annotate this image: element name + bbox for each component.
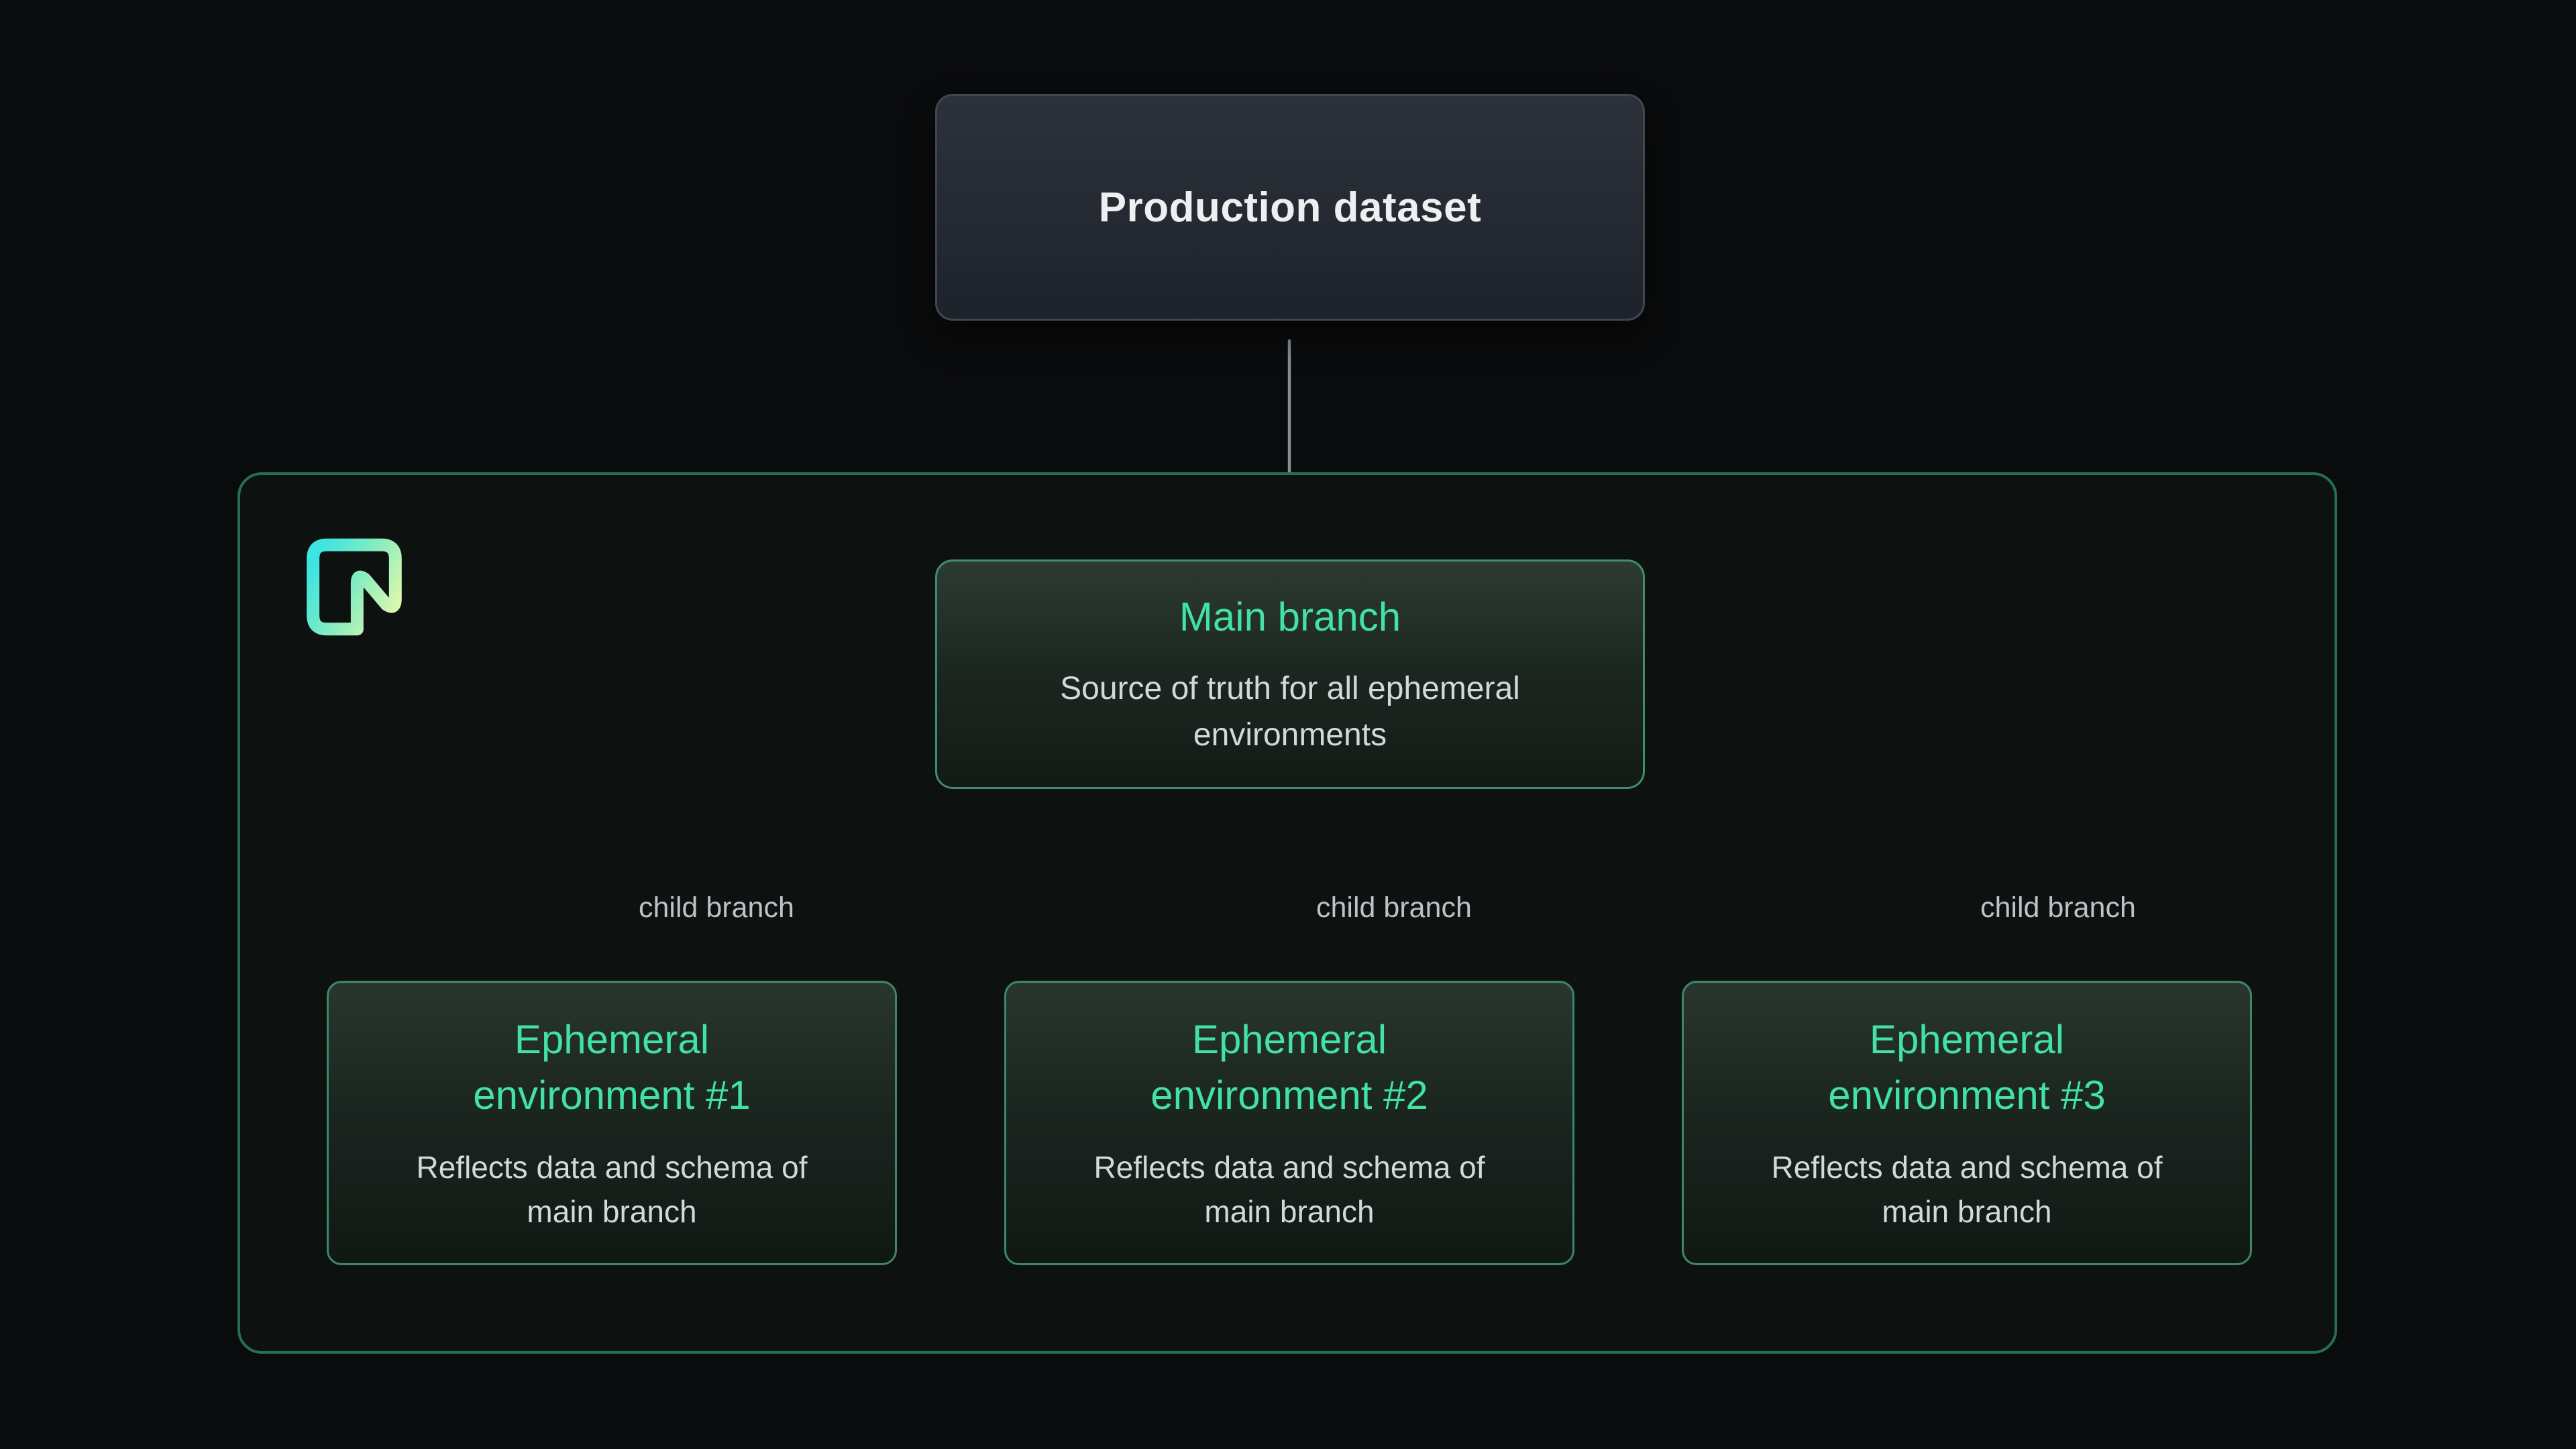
production-dataset-box: Production dataset: [935, 94, 1645, 321]
main-branch-box: Main branch Source of truth for all ephe…: [935, 559, 1645, 789]
neon-logo-icon: [305, 538, 403, 636]
ephemeral-environment-2-title: Ephemeral environment #2: [1115, 1012, 1464, 1124]
ephemeral-environment-3-title: Ephemeral environment #3: [1792, 1012, 2141, 1124]
ephemeral-environment-1-box: Ephemeral environment #1 Reflects data a…: [327, 981, 897, 1265]
ephemeral-environment-1-subtitle: Reflects data and schema of main branch: [414, 1146, 810, 1234]
ephemeral-environment-1-title: Ephemeral environment #1: [437, 1012, 786, 1124]
ephemeral-environment-2-box: Ephemeral environment #2 Reflects data a…: [1004, 981, 1574, 1265]
main-branch-title: Main branch: [1179, 590, 1401, 645]
ephemeral-environment-3-box: Ephemeral environment #3 Reflects data a…: [1682, 981, 2252, 1265]
child-branch-label-2: child branch: [1316, 894, 1472, 922]
ephemeral-environment-2-subtitle: Reflects data and schema of main branch: [1091, 1146, 1487, 1234]
main-branch-subtitle: Source of truth for all ephemeral enviro…: [1015, 665, 1565, 759]
child-branch-label-1: child branch: [639, 894, 794, 922]
child-branch-label-3: child branch: [1980, 894, 2136, 922]
ephemeral-environment-3-subtitle: Reflects data and schema of main branch: [1769, 1146, 2165, 1234]
production-dataset-title: Production dataset: [1099, 184, 1482, 231]
